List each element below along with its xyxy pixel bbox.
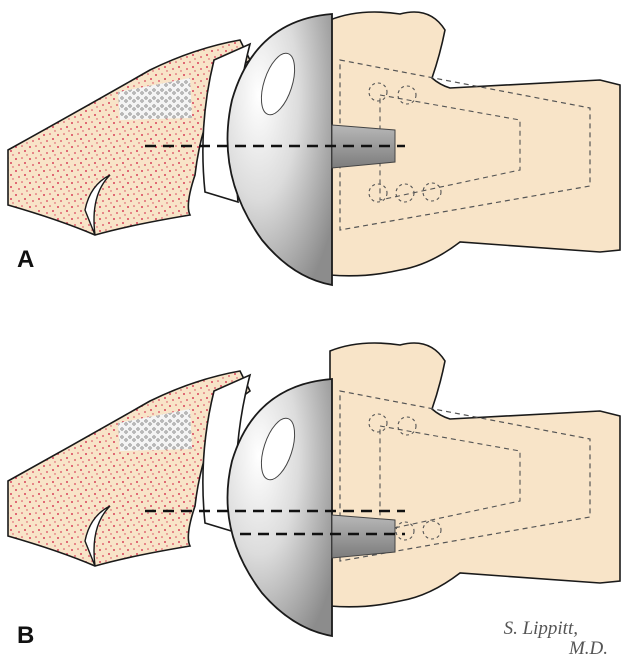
- panel-label-b: B: [17, 622, 34, 650]
- panel-label-a: A: [17, 246, 34, 274]
- signature-degree: M.D.: [504, 639, 608, 659]
- shoulder-implant-illustration-a: [0, 0, 622, 330]
- humeral-head: [227, 379, 332, 636]
- shoulder-implant-illustration-b: [0, 331, 622, 661]
- trunnion: [332, 515, 395, 558]
- panel-a: A: [0, 0, 622, 330]
- panel-b: B S. Lippitt, M.D.: [0, 331, 622, 661]
- humerus-bone: [330, 343, 620, 607]
- signature-name: S. Lippitt,: [504, 619, 578, 639]
- artist-signature: S. Lippitt, M.D.: [504, 619, 608, 659]
